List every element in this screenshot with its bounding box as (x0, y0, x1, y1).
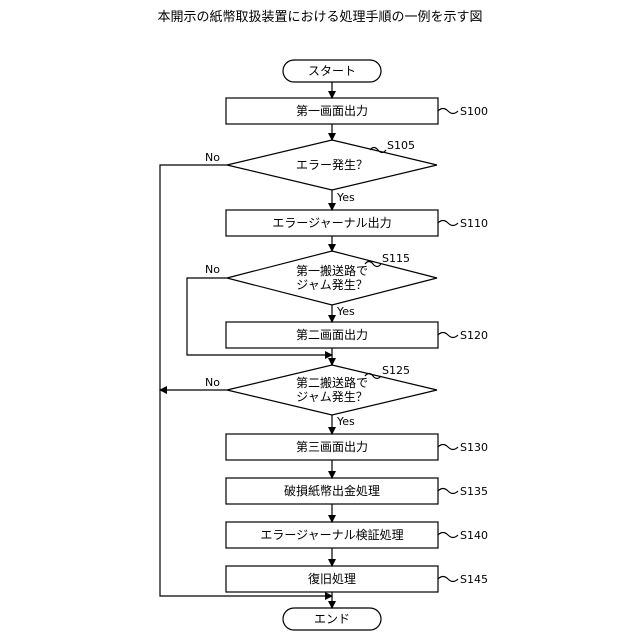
leader-s130 (438, 445, 458, 450)
process-s100-label: 第一画面出力 (296, 104, 368, 118)
step-id-s110: S110 (460, 217, 488, 230)
process-s120-label: 第二画面出力 (296, 328, 368, 342)
step-id-s140: S140 (460, 529, 488, 542)
start-label: スタート (308, 64, 356, 78)
end-label: エンド (314, 612, 350, 626)
process-s140-label: エラージャーナル検証処理 (260, 528, 403, 542)
branch-s125-yes: Yes (336, 415, 355, 428)
process-s135-label: 破損紙幣出金処理 (284, 483, 380, 498)
process-s130-label: 第三画面出力 (296, 440, 368, 454)
step-id-s135: S135 (460, 485, 488, 498)
leader-s140 (438, 533, 458, 538)
step-id-s105: S105 (387, 139, 415, 152)
process-s145-label: 復旧処理 (308, 571, 356, 586)
branch-s125-no: No (205, 376, 220, 389)
decision-s105-label: エラー発生？ (296, 158, 368, 172)
leader-s100 (438, 109, 458, 114)
decision-s115-label-line2: ジャム発生？ (296, 278, 367, 292)
leader-s135 (438, 489, 458, 494)
step-id-s120: S120 (460, 329, 488, 342)
step-id-s130: S130 (460, 441, 488, 454)
step-id-s145: S145 (460, 573, 488, 586)
step-id-s115: S115 (382, 252, 410, 265)
branch-s105-no: No (205, 151, 220, 164)
process-s110-label: エラージャーナル出力 (272, 216, 391, 230)
leader-s120 (438, 333, 458, 338)
leader-s145 (438, 577, 458, 582)
decision-s115-label-line1: 第一搬送路で (296, 263, 368, 278)
step-id-s125: S125 (382, 364, 410, 377)
decision-s125-label-line1: 第二搬送路で (296, 375, 368, 390)
decision-s125-label-line2: ジャム発生？ (296, 390, 367, 404)
leader-s110 (438, 221, 458, 226)
branch-s105-yes: Yes (336, 191, 355, 204)
step-id-s100: S100 (460, 105, 488, 118)
branch-s115-yes: Yes (336, 305, 355, 318)
branch-s115-no: No (205, 263, 220, 276)
